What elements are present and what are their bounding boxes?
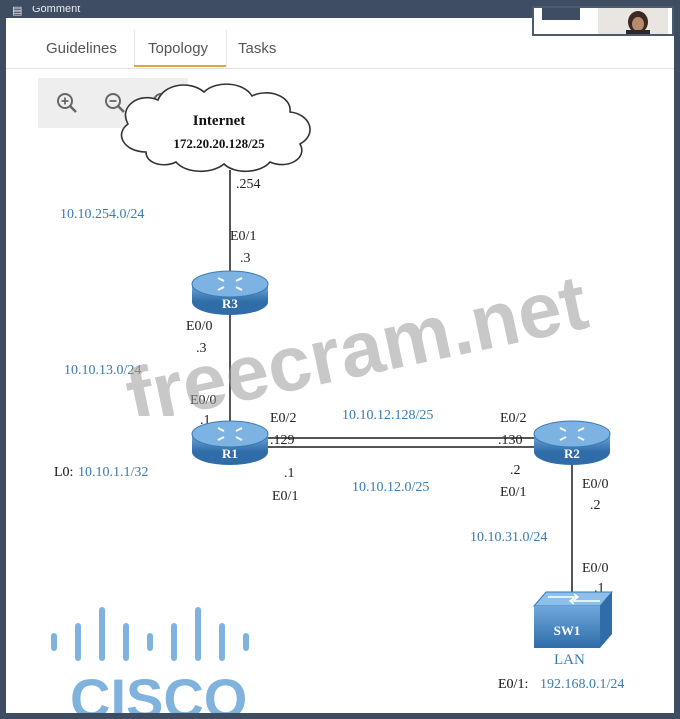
sw1-lan-label: LAN (554, 652, 585, 668)
r2-e02-port: E0/2 (500, 411, 526, 426)
r1-top-port: E0/0 (190, 393, 216, 408)
router-r1-icon[interactable] (191, 420, 269, 465)
r2-e00-port: E0/0 (582, 477, 608, 492)
sw1-top-port: E0/0 (582, 561, 608, 576)
watermark-text: freecram.net (118, 276, 594, 416)
r2-e02-ip: .130 (498, 433, 523, 448)
cisco-logo: CISCO (51, 607, 249, 719)
sw1-e01-ip: 192.168.0.1/24 (540, 677, 624, 692)
r2-label: R2 (564, 446, 580, 461)
subnet-r1-r2-bottom: 10.10.12.0/25 (352, 480, 429, 495)
tab-divider (134, 30, 135, 67)
r3-bottom-port: E0/0 (186, 319, 212, 334)
tab-tasks[interactable]: Tasks (238, 40, 277, 57)
tab-topology[interactable]: Topology (148, 40, 209, 57)
internet-subnet: 172.20.20.128/25 (173, 136, 265, 151)
r2-e01-ip: .2 (510, 463, 521, 478)
tab-divider (226, 30, 227, 67)
r1-loopback-ip: 10.10.1.1/32 (78, 465, 148, 480)
video-overlay (532, 6, 674, 36)
r3-label: R3 (222, 296, 238, 311)
internet-label: Internet (193, 113, 246, 129)
video-control[interactable] (542, 8, 580, 20)
subnet-r2-sw1: 10.10.31.0/24 (470, 530, 547, 545)
r1-loopback-label: L0: (54, 465, 73, 480)
r1-e02-port: E0/2 (270, 411, 296, 426)
cisco-wordmark: CISCO (70, 667, 247, 719)
presenter-image (598, 8, 668, 34)
r2-e00-ip: .2 (590, 498, 601, 513)
subnet-r1-r2-top: 10.10.12.128/25 (342, 408, 433, 423)
r1-label: R1 (222, 446, 238, 461)
presenter-thumbnail (598, 8, 668, 34)
window-icon: ▤ (12, 4, 23, 17)
zoom-out-icon[interactable] (102, 90, 128, 116)
router-r3-icon[interactable] (191, 270, 269, 315)
r3-top-port: E0/1 (230, 229, 256, 244)
sw1-label: SW1 (554, 623, 581, 638)
internet-ip: .254 (236, 177, 261, 192)
title-bar: ▤ Go‌mment (6, 6, 674, 18)
watermark: freecram.net (118, 276, 594, 416)
r1-e01-ip: .1 (284, 466, 295, 481)
router-r2-icon[interactable] (533, 420, 611, 465)
window-title: Go‌mment (32, 3, 81, 15)
r3-bottom-ip: .3 (196, 341, 207, 356)
r2-e01-port: E0/1 (500, 485, 526, 500)
subnet-r3-r1: 10.10.13.0/24 (64, 363, 141, 378)
switch-sw1-icon[interactable] (532, 591, 614, 648)
r1-top-ip: .1 (200, 413, 211, 428)
r1-e02-ip: .129 (270, 433, 295, 448)
r1-e01-port: E0/1 (272, 489, 298, 504)
tab-guidelines[interactable]: Guidelines (46, 40, 117, 57)
sw1-top-ip: .1 (594, 581, 605, 596)
r3-top-ip: .3 (240, 251, 251, 266)
topology-diagram: Internet 172.20.20.128/25 .254 10.10.254… (54, 83, 624, 692)
zoom-in-icon[interactable] (54, 90, 80, 116)
subnet-inet-r3: 10.10.254.0/24 (60, 207, 144, 222)
internet-cloud-icon (120, 83, 311, 173)
sw1-e01-port: E0/1: (498, 677, 528, 692)
active-tab-indicator (134, 65, 226, 67)
